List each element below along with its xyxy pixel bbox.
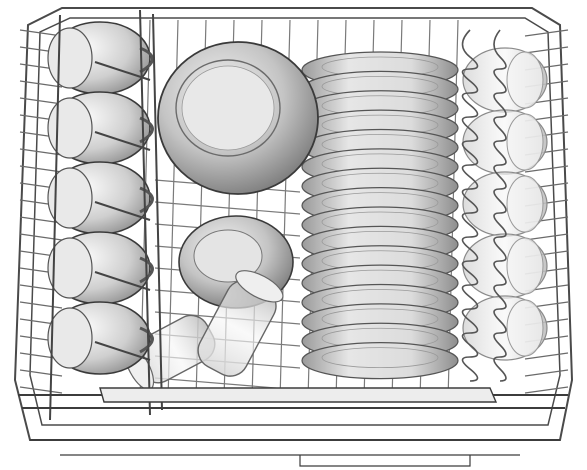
basket-front-rim <box>18 387 568 467</box>
lying-glass <box>197 270 284 377</box>
glass <box>462 109 548 175</box>
large-bowl <box>157 41 319 195</box>
side-wire <box>19 369 63 377</box>
plate-stack <box>301 51 459 380</box>
cup <box>47 161 154 235</box>
cup <box>47 91 154 165</box>
tine-wave <box>493 29 507 382</box>
side-wire <box>524 386 569 394</box>
glass <box>462 171 548 237</box>
side-wire <box>524 233 569 241</box>
side-wire <box>19 97 63 105</box>
basket-inner-rim <box>29 17 561 426</box>
cup-shelf-wires <box>49 9 163 421</box>
glass-rack-tines <box>461 29 507 382</box>
side-wire <box>524 29 569 37</box>
side-wire <box>19 301 63 309</box>
cup <box>47 301 154 375</box>
floor-wire <box>154 201 301 215</box>
side-wire <box>524 369 569 377</box>
side-wire <box>524 46 569 54</box>
side-wire <box>524 165 569 173</box>
side-wire <box>19 386 63 394</box>
glass <box>462 47 548 113</box>
tine-wave <box>461 29 479 382</box>
side-wire <box>19 233 63 241</box>
side-wire <box>524 352 569 360</box>
side-wire <box>19 148 63 156</box>
cup <box>47 21 154 95</box>
glass <box>462 233 548 299</box>
side-wire <box>19 165 63 173</box>
cups-column <box>47 21 154 375</box>
side-wire <box>19 29 63 37</box>
plate <box>301 342 459 380</box>
side-wire <box>19 80 63 88</box>
cup <box>47 231 154 305</box>
glasses-column <box>462 47 548 361</box>
plate-rim <box>321 347 439 369</box>
